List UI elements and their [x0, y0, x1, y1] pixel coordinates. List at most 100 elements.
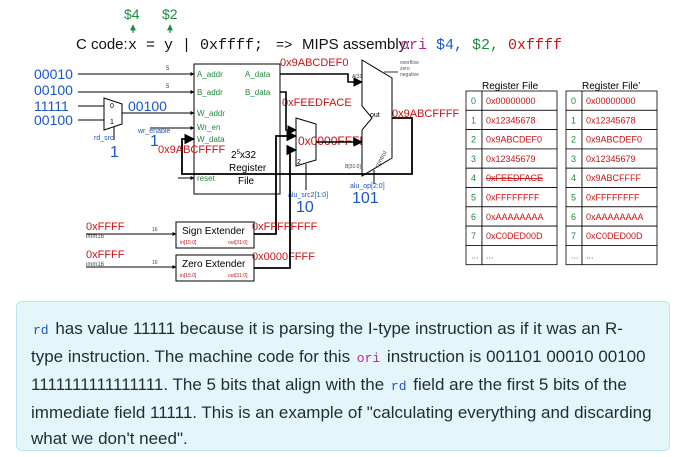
zero-ext-out: out[31:0] [228, 273, 248, 279]
imm-value-2: 0xFFFF [86, 249, 125, 261]
sign-extender-block [175, 221, 255, 249]
alu-op-label: alu_op[2:0] [350, 183, 385, 190]
small-label-5a: 5 [166, 66, 170, 72]
datapath-diagram: $4 $2 C code: x = y | 0xffff; => MIPS as… [34, 6, 658, 282]
wire-sign-ext-out [254, 130, 298, 235]
note-ori: ori [356, 351, 381, 366]
register-index: 3 [471, 154, 476, 164]
wire-a-data [280, 73, 363, 87]
sign-ext-in: in[15:0] [180, 240, 197, 246]
sign-extender-label: Sign Extender [182, 226, 245, 237]
operand-rs: $2, [472, 37, 499, 54]
rf-title-line2: Register [229, 163, 267, 174]
register-index: 0 [571, 96, 576, 106]
register-index: 4 [471, 173, 476, 183]
mux2-sel-2: 2 [297, 159, 301, 166]
flag-overflow: overflow [400, 60, 419, 66]
register-file-block [193, 63, 281, 195]
rf-title-line3: File [238, 176, 255, 187]
operand-rt: $4, [436, 37, 463, 54]
register-value: 0x9ABCFFFF [586, 173, 642, 183]
register-index: 5 [571, 193, 576, 203]
mux-sel-1: 1 [110, 119, 114, 126]
register-value: 0xAAAAAAAA [586, 212, 644, 222]
register-index: 7 [471, 231, 476, 241]
wr-enable-value: 1 [150, 133, 159, 150]
register-index: 1 [571, 115, 576, 125]
register-index: 2 [571, 135, 576, 145]
small-label-a31: A[31:0] [352, 74, 368, 80]
note-text-1: has value 11111 because it is parsing th… [31, 319, 623, 366]
zero-extender-block [175, 254, 255, 282]
alu-out-label: out [370, 112, 380, 119]
port-wr-en: Wr_en [197, 123, 220, 132]
bits-rt-2: 00100 [34, 112, 73, 128]
imm16-label-1: imm16 [86, 234, 105, 240]
small-label-5b: 5 [166, 84, 170, 90]
register-index: ... [571, 250, 579, 260]
port-w-data: W_data [197, 135, 225, 144]
port-a-addr: A_addr [197, 70, 223, 79]
rf-title-line1: 25x32 [231, 150, 256, 161]
register-value-cell [581, 244, 658, 266]
alu-src2-label: alu_src2[1:0] [288, 192, 328, 199]
register-value: 0x00000000 [486, 96, 536, 106]
note-rd-2: rd [390, 379, 407, 394]
alu-src2-value: 10 [296, 199, 314, 216]
port-a-data: A_data [245, 70, 271, 79]
register-index: 2 [471, 135, 476, 145]
sign-ext-output-value: 0xFFFFFFFF [252, 221, 318, 233]
register-index: 6 [571, 212, 576, 222]
rd-src-label: rd_src [94, 135, 114, 142]
operand-imm: 0xffff [508, 37, 562, 54]
note-rd-1: rd [33, 323, 49, 338]
small-label-b31: B[31:0] [345, 164, 361, 170]
register-value: 0x9ABCDEF0 [586, 135, 642, 145]
note-text-2: instruction is 001101 00010 00100 111111… [31, 347, 646, 394]
register-index: 7 [571, 231, 576, 241]
register-value: 0xAAAAAAAA [486, 212, 544, 222]
arrow-label-dollar4: $4 [124, 6, 140, 22]
port-reset: reset [197, 174, 216, 183]
mux-out-value: 0x0000FFFF [298, 134, 367, 148]
register-value: 0xFFFFFFFF [586, 193, 640, 203]
port-b-data: B_data [245, 88, 271, 97]
wr-enable-label: wr_enable [137, 128, 170, 135]
bits-rs: 00010 [34, 66, 73, 82]
wire-b-data [280, 91, 297, 135]
register-index: ... [471, 250, 479, 260]
register-value: 0x12345678 [486, 115, 536, 125]
register-table-title-right: Register File’ [582, 81, 640, 92]
ccode-label: C code: [76, 36, 128, 53]
alu-unit [361, 59, 393, 177]
flag-zero: zero [400, 66, 410, 72]
register-value: 0xC0DED00D [586, 231, 643, 241]
register-table-title-left: Register File [482, 81, 539, 92]
small-label-16a: 16 [152, 227, 158, 233]
port-w-addr: W_addr [197, 109, 225, 118]
register-index: 3 [571, 154, 576, 164]
register-index: 0 [471, 96, 476, 106]
register-value: 0x9ABCDEF0 [486, 135, 542, 145]
zero-extender-label: Zero Extender [182, 259, 246, 270]
mux-out-bits: 00100 [128, 98, 167, 114]
small-label-16b: 16 [152, 260, 158, 266]
sign-ext-out: out[31:0] [228, 240, 248, 246]
w-data-value: 0x9ABCFFFF [158, 144, 226, 156]
register-value: 0x00000000 [586, 96, 636, 106]
instr-ori: ori [400, 37, 427, 54]
wire-writeback [181, 117, 413, 175]
bits-rt: 00100 [34, 82, 73, 98]
alu-op-value: 101 [352, 190, 379, 207]
flag-negative: negative [400, 72, 419, 78]
arrow-implies: => [276, 36, 292, 52]
register-value: 0x12345678 [586, 115, 636, 125]
register-index: 6 [471, 212, 476, 222]
alu-out-value: 0x9ABCFFFF [392, 108, 460, 120]
port-b-addr: B_addr [197, 88, 223, 97]
register-value: 0xC0DED00D [486, 231, 543, 241]
register-index: 5 [471, 193, 476, 203]
rd-src-mux [103, 97, 123, 131]
register-value: 0x12345679 [586, 154, 636, 164]
bits-rd: 11111 [34, 98, 69, 114]
